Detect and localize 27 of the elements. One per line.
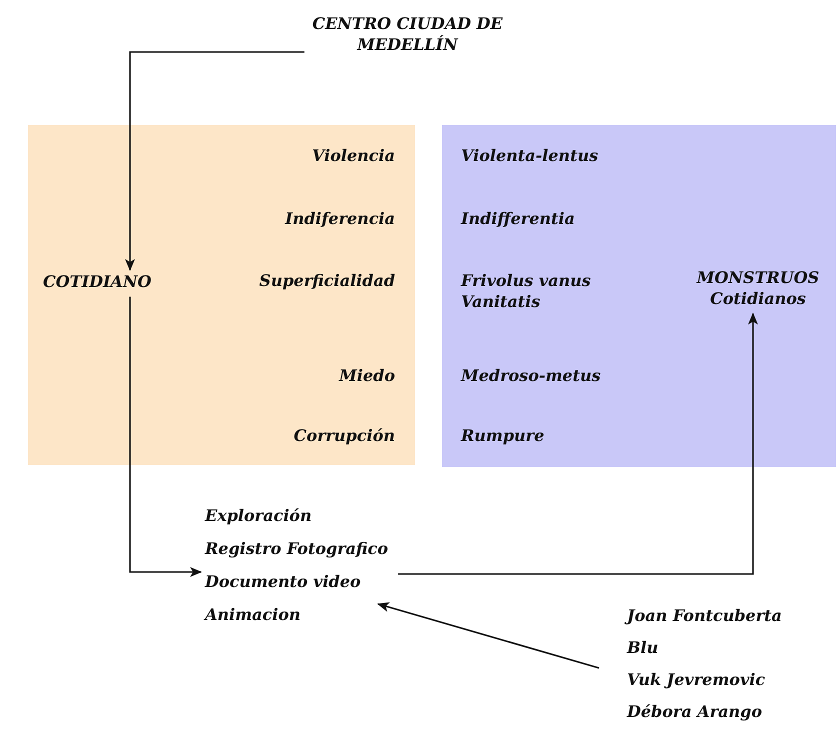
method-list: Animacion [205, 605, 445, 626]
artist-list: Débora Arango [627, 702, 817, 723]
term-label: Corrupción [292, 426, 395, 447]
term-label: Violencia [311, 146, 395, 167]
arrow [398, 312, 758, 575]
heading-text: CENTRO CIUDAD DE MEDELLÍN [311, 14, 504, 56]
artist-list: Blu [627, 638, 817, 659]
panel [28, 125, 415, 465]
method-list: Documento video [205, 572, 445, 593]
term-label: Miedo [338, 366, 395, 387]
artist-list: Vuk Jevremovic [627, 670, 817, 691]
method-list: Registro Fotografico [205, 539, 445, 560]
arrow [377, 602, 600, 669]
term-label: Violenta-lentus [461, 146, 600, 167]
term-label: Superficialidad [258, 271, 395, 292]
term-label: Medroso-metus [461, 366, 602, 387]
panel [442, 125, 836, 467]
method-list: Exploración [205, 506, 445, 527]
term-label: Frivolus vanus Vanitatis [461, 271, 592, 313]
artist-list: Joan Fontcuberta [627, 606, 817, 627]
term-label: Indiferencia [284, 209, 395, 230]
term-label: Rumpure [461, 426, 546, 447]
arrow [125, 51, 304, 271]
arrow [129, 296, 202, 577]
term-label: Indifferentia [461, 209, 576, 230]
term-label: COTIDIANO [43, 272, 152, 293]
result-label: MONSTRUOS Cotidianos [695, 268, 820, 310]
